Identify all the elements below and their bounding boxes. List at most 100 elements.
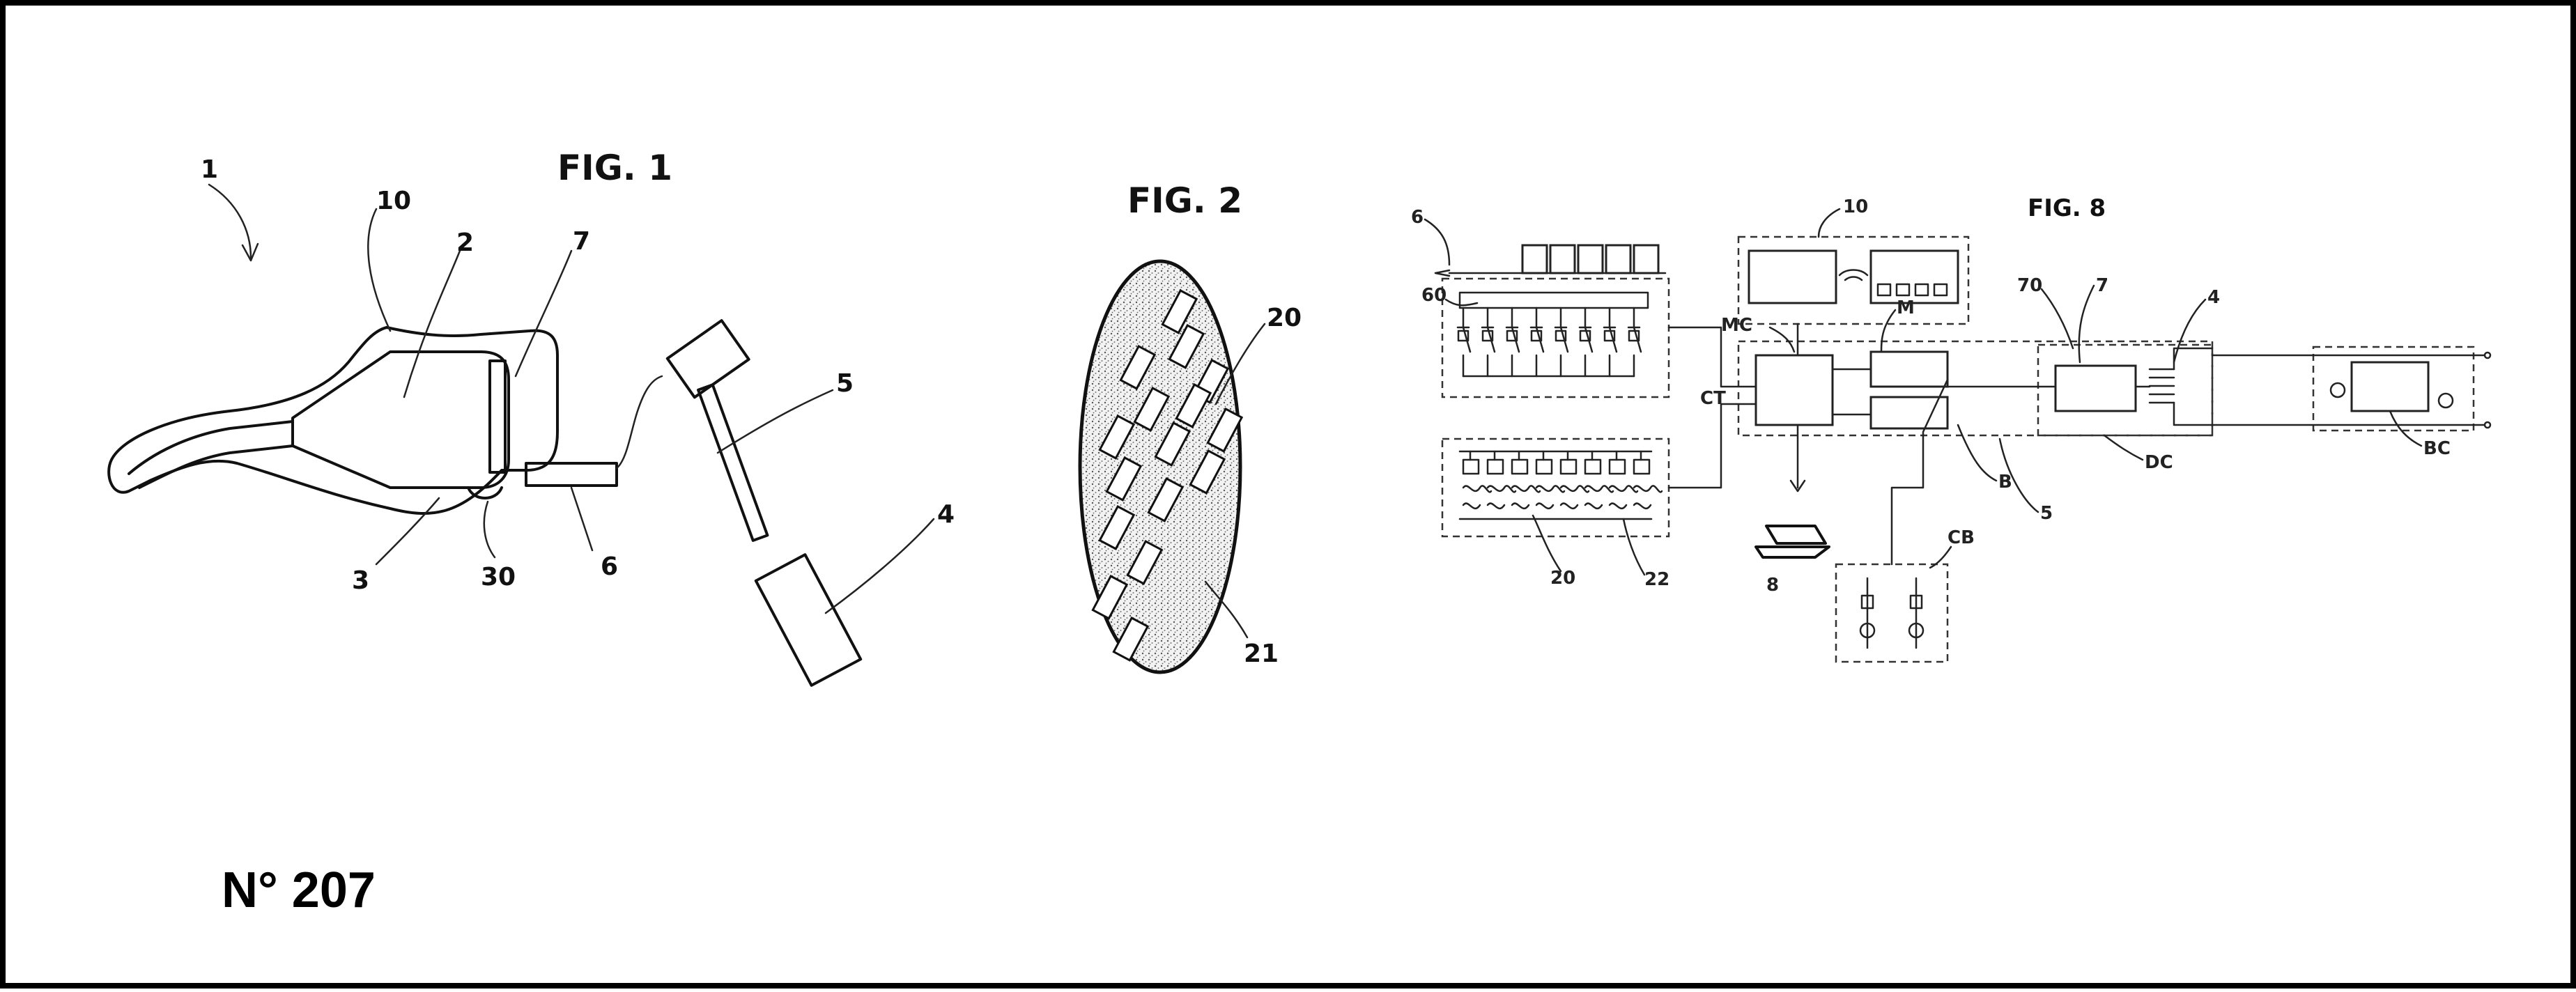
fig8-label-8: 8: [1766, 575, 1779, 596]
fig1-element-30: [467, 486, 503, 499]
fig1-element-4: [754, 553, 863, 687]
fig1-label-7: 7: [573, 227, 590, 256]
fig2-chip: [1206, 408, 1244, 453]
fig8-display-left: [1748, 249, 1837, 304]
fig1-spout-lower: [138, 444, 294, 489]
fig1-label-10: 10: [376, 187, 411, 215]
wifi-icon: [1838, 269, 1869, 277]
fig2-chip: [1105, 456, 1143, 502]
fig1-leader-6: [570, 486, 594, 552]
fig8-block-10: [1737, 235, 1970, 325]
fig1-leader-30: [483, 500, 496, 559]
fig8-leader-M: [1880, 309, 1897, 353]
fig1-label-3: 3: [352, 566, 369, 595]
fig8-leader-10: [1817, 208, 1841, 238]
fig8-leader-70: [2040, 288, 2074, 350]
fig2-chip: [1098, 505, 1136, 550]
fig1-leader-2: [403, 249, 461, 398]
fig2-leader-21: [1204, 580, 1249, 639]
fig8-cell-box: [1584, 458, 1602, 475]
fig8-block-DC: [2037, 343, 2214, 437]
fig2-chip: [1126, 540, 1164, 585]
fig8-cell-coil: [1462, 485, 1493, 493]
fig8-label-4: 4: [2207, 287, 2220, 308]
fig8-cell-coil: [1559, 485, 1590, 493]
fig2-label-21: 21: [1244, 640, 1279, 668]
fig8-leader-4: [2173, 298, 2207, 364]
fig1-housing-10: [107, 326, 559, 516]
fig1-leader-3: [375, 497, 440, 566]
fig1-label-4: 4: [937, 500, 955, 529]
fig8-leader-5: [1998, 437, 2039, 513]
fig2-chip: [1161, 289, 1198, 334]
fig1-label-2: 2: [456, 228, 474, 257]
fig2-chip: [1112, 617, 1150, 662]
fig8-cell-box: [1559, 458, 1578, 475]
fig8-leader-60: [1444, 298, 1479, 307]
fig8-label-20: 20: [1550, 568, 1575, 589]
fig2-title: FIG. 2: [1127, 180, 1242, 221]
fig1-leader-4: [824, 518, 935, 614]
fig8-cell-coil: [1633, 502, 1652, 510]
fig8-label-CT: CT: [1700, 388, 1726, 409]
fig8-controller-MC: [1754, 354, 1834, 426]
fig8-leader-CB: [1929, 545, 1952, 569]
fig8-label-5: 5: [2040, 503, 2053, 524]
fig8-display-right: [1869, 249, 1959, 304]
fig8-leader-22: [1622, 518, 1646, 576]
fig2-chip: [1098, 414, 1136, 460]
fig8-cell-coil: [1559, 502, 1579, 510]
fig8-cell-box: [1462, 458, 1480, 475]
fig8-title: FIG. 8: [2028, 194, 2106, 222]
fig8-wires: [1667, 323, 2492, 566]
fig8-cell-coil: [1633, 485, 1663, 493]
fig8-cell-coil: [1584, 485, 1614, 493]
fig1-element-7: [488, 359, 507, 474]
fig8-cell-box: [1511, 458, 1529, 475]
fig8-module-M: [1869, 350, 1949, 388]
fig8-switch-box: [1555, 330, 1567, 342]
fig8-switch-box: [1530, 330, 1543, 342]
fig1-title: FIG. 1: [557, 148, 672, 188]
fig8-leader-7: [2078, 284, 2095, 364]
fig8-leader-MC: [1768, 326, 1796, 353]
fig2-leader-20: [1214, 323, 1266, 405]
fig8-cell-coil: [1511, 502, 1530, 510]
fig8-leader-DC: [2103, 434, 2144, 461]
fig8-cell-box: [1486, 458, 1504, 475]
fig8-label-22: 22: [1644, 569, 1669, 590]
fig8-coil-4: [2148, 368, 2175, 404]
fig2-chip: [1154, 421, 1191, 467]
fig8-switch: [1456, 307, 1472, 378]
fig8-label-60: 60: [1421, 285, 1447, 306]
laptop-icon: [1754, 525, 1830, 559]
fig1-label-5: 5: [836, 369, 854, 398]
figure-8: FIG. 8: [1411, 194, 2492, 663]
figure-1: FIG. 1 1: [107, 148, 955, 687]
figure-2: FIG. 2 20 21: [1078, 180, 1302, 674]
fig8-switch-box: [1457, 330, 1470, 342]
fig8-cell-box: [1633, 458, 1651, 475]
fig8-cell-coil: [1608, 502, 1628, 510]
fig2-chip-group-20: [1091, 289, 1244, 662]
fig1-spout-upper: [128, 420, 294, 475]
fig8-block-BC: [2312, 346, 2475, 432]
fig8-leader-BC: [2389, 410, 2423, 447]
fig8-cell-coil: [1511, 485, 1541, 493]
fig1-arrowhead-1: [241, 242, 259, 262]
fig8-switch-box: [1481, 330, 1494, 342]
fig8-label-6: 6: [1411, 207, 1424, 228]
fig8-label-10: 10: [1843, 196, 1868, 217]
fig1-leader-7: [514, 249, 573, 378]
fig8-module-BC: [2350, 361, 2430, 412]
fig8-switch-box: [1603, 330, 1616, 342]
fig2-chip: [1133, 387, 1171, 432]
fig8-module-7: [2054, 364, 2137, 412]
fig8-label-70: 70: [2017, 275, 2042, 296]
fig8-leader-B: [1957, 424, 1998, 482]
fig8-label-M: M: [1897, 297, 1915, 318]
fig1-arrow-1: [208, 183, 252, 259]
fig8-switch: [1578, 307, 1594, 378]
